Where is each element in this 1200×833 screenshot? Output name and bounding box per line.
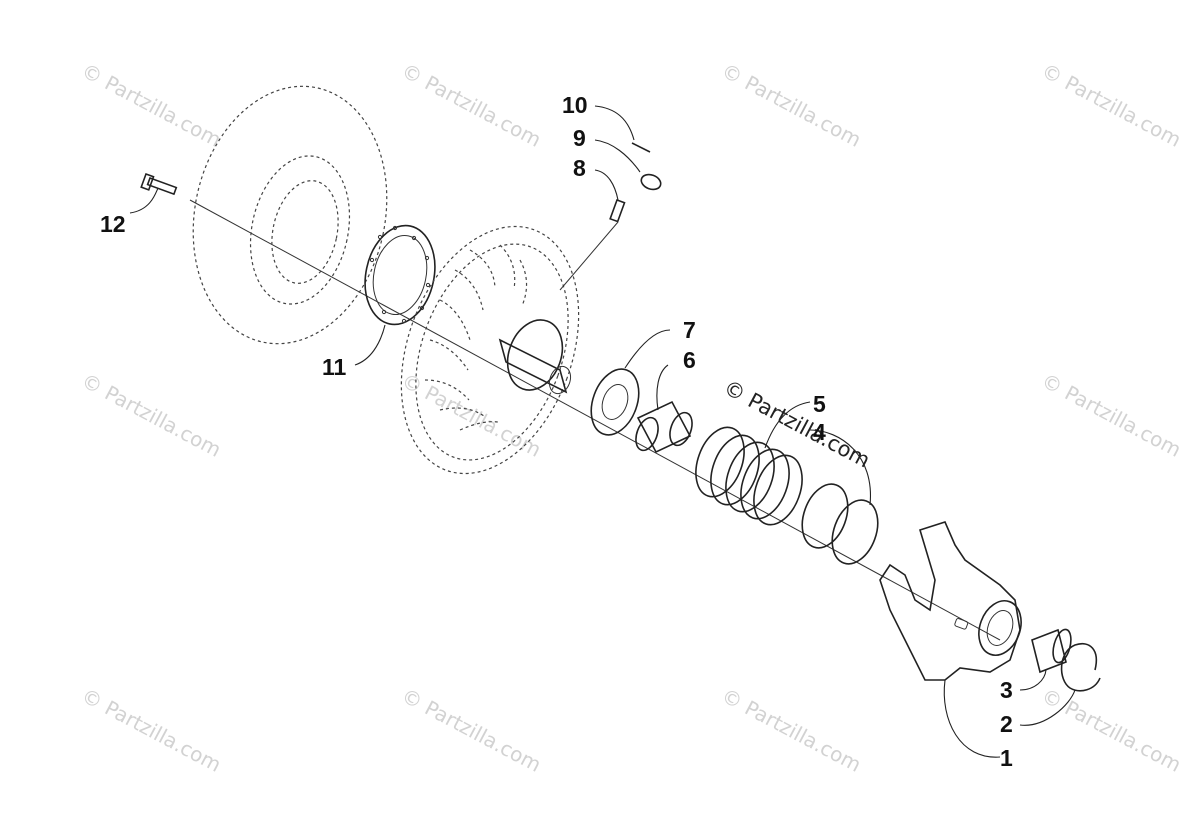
watermark-text: © Partzilla.com — [718, 58, 866, 152]
watermark-text: © Partzilla.com — [398, 683, 546, 777]
fan-sheave — [400, 225, 580, 475]
callout-12: 12 — [100, 211, 126, 237]
callout-5: 5 — [813, 391, 826, 417]
part-4-rings — [801, 483, 879, 565]
callout-2: 2 — [1000, 711, 1013, 737]
watermark-text: © Partzilla.com — [398, 368, 546, 462]
assembly-centerline — [189, 199, 1001, 641]
part-1-collar — [879, 521, 1022, 681]
callout-6: 6 — [683, 347, 696, 373]
watermark-text: © Partzilla.com — [78, 368, 226, 462]
watermark-text: © Partzilla.com — [1038, 368, 1186, 462]
part-7-washer — [590, 368, 640, 436]
part-12-bolt — [140, 172, 178, 196]
part-6-bushing — [635, 400, 693, 454]
callout-11: 11 — [322, 354, 347, 380]
watermark-text: © Partzilla.com — [1038, 58, 1186, 152]
callout-4: 4 — [813, 419, 826, 445]
watermark-text: © Partzilla.com — [718, 683, 866, 777]
watermark-text: © Partzilla.com — [78, 683, 226, 777]
part-9-cap — [640, 173, 662, 191]
part-10-clip — [631, 142, 651, 153]
part-2-snap-ring — [1060, 643, 1101, 692]
callout-labels: 12 11 10 9 8 7 6 5 4 3 2 1 — [100, 92, 1013, 771]
callout-9: 9 — [573, 125, 586, 151]
part-5-spring — [695, 426, 803, 526]
part-8-pin — [559, 198, 626, 291]
callout-3: 3 — [1000, 677, 1013, 703]
watermark-text: © Partzilla.com — [398, 58, 546, 152]
callout-1: 1 — [1000, 745, 1013, 771]
callout-10: 10 — [562, 92, 588, 118]
outer-sheave — [192, 85, 388, 345]
watermark-text: © Partzilla.com — [78, 58, 226, 152]
watermark-text: © Partzilla.com — [1038, 683, 1186, 777]
callout-7: 7 — [683, 317, 696, 343]
watermark-center-text: © Partzilla.com — [720, 375, 874, 472]
callout-8: 8 — [573, 155, 586, 181]
leader-lines — [129, 105, 1076, 758]
